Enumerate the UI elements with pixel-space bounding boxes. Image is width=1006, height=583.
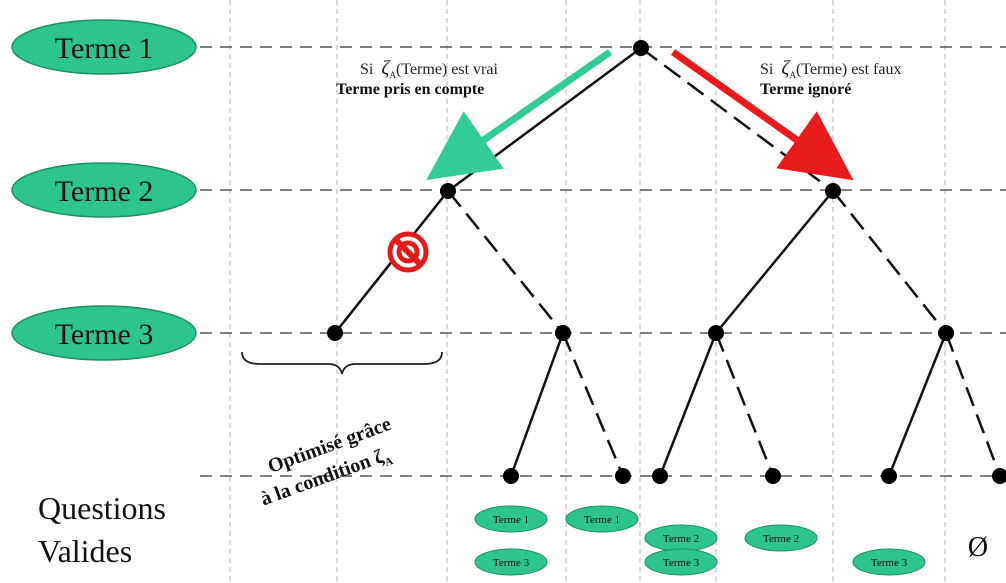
- edge-dashed: [640, 46, 834, 193]
- vertical-grid: [229, 0, 946, 583]
- no-entry-icon: [387, 231, 429, 273]
- svg-text:Terme 3: Terme 3: [663, 557, 700, 569]
- tree-node: [615, 468, 631, 484]
- edge-dashed: [714, 332, 775, 477]
- level-label: Terme 3: [55, 318, 154, 351]
- result-chip: Terme 1: [565, 505, 639, 533]
- questions-label-line1: Questions: [38, 490, 166, 526]
- result-chips: Terme 1 Terme 1 Terme 2 Terme 2 Terme 3 …: [474, 505, 926, 576]
- svg-text:Terme 1: Terme 1: [493, 514, 529, 526]
- tree-node: [825, 183, 841, 199]
- annotation-line: Si ζA(Terme) est faux: [760, 57, 901, 80]
- false-condition-annotation: Si ζA(Terme) est faux Terme ignoré: [760, 57, 901, 98]
- tree-node: [765, 468, 781, 484]
- level-ellipse: [11, 162, 197, 218]
- empty-set-symbol: Ø: [968, 532, 988, 563]
- level-3-badge: Terme 3: [11, 305, 197, 361]
- tree-node: [555, 325, 571, 341]
- edge-solid: [715, 190, 834, 334]
- level-1-badge: Terme 1: [11, 19, 197, 75]
- red-arrow: [670, 49, 854, 181]
- annotation-bold: Terme ignoré: [760, 81, 851, 98]
- edge-solid: [887, 332, 948, 477]
- svg-text:Terme 1: Terme 1: [584, 514, 620, 526]
- tree-node: [881, 468, 897, 484]
- level-label: Terme 2: [55, 175, 154, 208]
- tree-node: [633, 40, 649, 56]
- result-chip: Terme 2: [744, 524, 818, 552]
- tree-node: [503, 468, 519, 484]
- optimized-label: Optimisé grâce à la condition ζA: [258, 413, 395, 510]
- level-2-badge: Terme 2: [11, 162, 197, 218]
- tree-edges: [334, 46, 1002, 477]
- edge-dashed: [561, 332, 625, 477]
- svg-text:Terme 2: Terme 2: [663, 533, 699, 545]
- edge-solid: [509, 332, 565, 477]
- result-chip: Terme 3: [474, 548, 548, 576]
- result-chip: Terme 3: [852, 548, 926, 576]
- green-arrow: [426, 49, 613, 181]
- edge-dashed: [447, 190, 564, 334]
- annotation-bold: Terme pris en compte: [336, 81, 484, 98]
- level-ellipse: [11, 305, 197, 361]
- tree-node: [992, 468, 1006, 484]
- questions-label-line2: Valides: [38, 533, 132, 569]
- result-chip: Terme 1: [474, 505, 548, 533]
- svg-text:Terme 3: Terme 3: [871, 557, 908, 569]
- edge-dashed: [944, 332, 1002, 477]
- tree-node: [708, 325, 724, 341]
- tree-nodes: [327, 40, 1006, 484]
- level-ellipse: [11, 19, 197, 75]
- edge-solid: [658, 332, 718, 477]
- pruned-brace: [241, 351, 443, 375]
- edge-dashed: [832, 190, 947, 334]
- result-chip: Terme 3: [644, 548, 718, 576]
- tree-node: [938, 325, 954, 341]
- true-condition-annotation: Si ζA(Terme) est vrai Terme pris en comp…: [336, 57, 498, 98]
- tree-node: [327, 325, 343, 341]
- level-label: Terme 1: [55, 32, 154, 65]
- result-chip: Terme 2: [644, 524, 718, 552]
- tree-node: [440, 183, 456, 199]
- svg-text:Terme 3: Terme 3: [493, 557, 530, 569]
- tree-node: [652, 468, 668, 484]
- annotation-line: Si ζA(Terme) est vrai: [360, 57, 498, 80]
- svg-text:Terme 2: Terme 2: [763, 533, 799, 545]
- level-lines: [200, 46, 1006, 477]
